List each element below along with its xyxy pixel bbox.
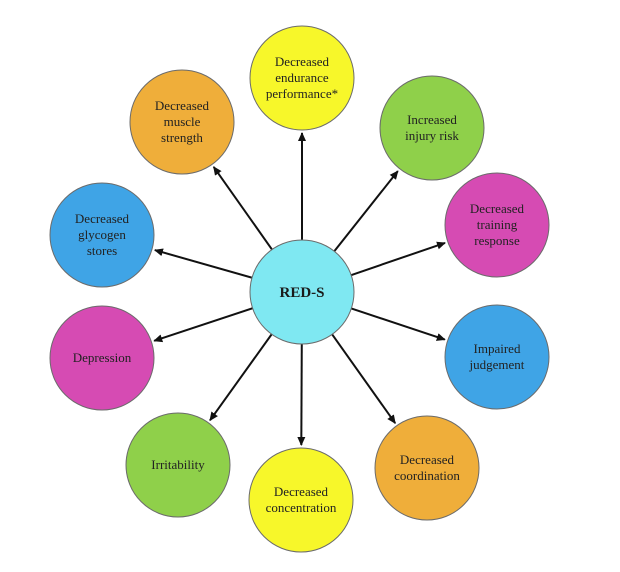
node-label-concentration-1: concentration: [266, 500, 337, 515]
node-label-training-2: response: [474, 233, 520, 248]
center-circle: [249, 239, 355, 345]
node-circle-concentration: [248, 447, 354, 553]
node-label-glycogen-2: stores: [87, 243, 117, 258]
arrow-judgement: [347, 306, 446, 341]
arrows-group: [153, 132, 446, 446]
node-circle-endurance: [249, 25, 355, 131]
node-label-coordination-0: Decreased: [400, 452, 455, 467]
node-label-endurance-2: performance*: [266, 86, 338, 101]
node-circle-judgement: [444, 304, 550, 410]
node-circle-irritability: [125, 412, 231, 518]
node-label-endurance-0: Decreased: [275, 54, 330, 69]
node-irritability: Irritability: [125, 412, 231, 518]
arrow-glycogen: [153, 248, 257, 280]
node-label-training-0: Decreased: [470, 201, 525, 216]
arrow-coordination: [328, 330, 397, 425]
nodes-group: Decreasedenduranceperformance*Increasedi…: [49, 25, 550, 553]
node-label-judgement-0: Impaired: [474, 341, 521, 356]
node-label-coordination-1: coordination: [394, 468, 460, 483]
node-label-endurance-1: endurance: [275, 70, 329, 85]
node-label-strength-2: strength: [161, 130, 203, 145]
node-circle-strength: [129, 69, 235, 175]
arrow-injury: [331, 170, 399, 256]
node-depression: Depression: [49, 305, 155, 411]
node-label-depression-0: Depression: [73, 350, 132, 365]
node-label-injury-0: Increased: [407, 112, 457, 127]
node-label-irritability-0: Irritability: [151, 457, 205, 472]
node-circle-glycogen: [49, 182, 155, 288]
node-circle-depression: [49, 305, 155, 411]
node-circle-coordination: [374, 415, 480, 521]
center-node: RED-S: [249, 239, 355, 345]
node-label-strength-1: muscle: [164, 114, 201, 129]
node-label-strength-0: Decreased: [155, 98, 210, 113]
arrow-training: [347, 241, 446, 278]
arrow-irritability: [209, 330, 275, 422]
node-circle-training: [444, 172, 550, 278]
center-label: RED-S: [279, 285, 324, 301]
arrow-concentration: [297, 339, 306, 446]
node-circle-injury: [379, 75, 485, 181]
node-label-concentration-0: Decreased: [274, 484, 329, 499]
arrow-strength: [212, 166, 276, 254]
node-label-training-1: training: [477, 217, 518, 232]
node-label-injury-1: injury risk: [405, 128, 459, 143]
arrow-depression: [153, 306, 257, 343]
node-label-judgement-1: judgement: [469, 357, 525, 372]
node-label-glycogen-0: Decreased: [75, 211, 130, 226]
node-label-glycogen-1: glycogen: [78, 227, 126, 242]
